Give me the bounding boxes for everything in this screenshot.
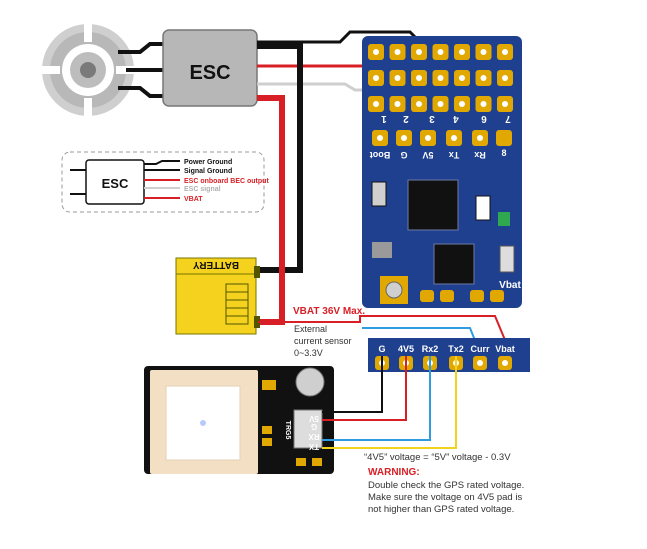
legend-bec-output: ESC onboard BEC output (184, 178, 269, 185)
warning-title: WARNING: (368, 467, 420, 478)
esc-pad-hole (459, 101, 465, 107)
warning-line-1: Double check the GPS rated voltage. (368, 480, 524, 491)
esc-pad-hole (437, 101, 444, 107)
esc-pad-hole (502, 101, 508, 107)
esc-pad-hole (459, 75, 465, 81)
esc-small-label: ESC (102, 176, 129, 191)
voltage-formula: “4V5” voltage = “5V” voltage - 0.3V (364, 452, 511, 463)
legend-signal-ground: Signal Ground (184, 168, 232, 175)
esc-pad-hole (416, 75, 422, 81)
legend-vbat: VBAT (184, 196, 203, 203)
battery: BATTERY (175, 257, 260, 335)
connector-pad-label: 4V5 (398, 344, 414, 354)
gps-pin-tx: TX (308, 442, 319, 451)
fc-uart-pad-label: Rx (474, 150, 486, 160)
gps-pin-rx: RX (308, 432, 320, 441)
fc-uart-pad-label: G (400, 150, 407, 160)
esc-pad-hole (502, 75, 508, 81)
esc-pad-hole (416, 101, 422, 107)
external-sensor-line-3: 0~3.3V (294, 348, 323, 358)
gps-pin-g: G (311, 422, 317, 431)
esc-box: ESC (162, 29, 258, 107)
gps-pin-5v: 5V (308, 414, 318, 423)
gps-module: TRG5 5V G RX TX (144, 366, 334, 474)
esc-legend-box: ESC Power Ground Signal Ground ESC onboa… (61, 151, 269, 213)
esc-pad-hole (416, 49, 422, 55)
warning-line-3: not higher than GPS rated voltage. (368, 504, 514, 515)
pad-connector-strip: G 4V5 Rx2 Tx2 Curr Vbat (368, 338, 530, 372)
esc-pad-hole (502, 49, 508, 55)
esc-pad-hole (437, 49, 444, 55)
fc-uart-pad-hole (477, 135, 483, 141)
motor-wires (118, 42, 165, 98)
connector-pad-label: Rx2 (422, 344, 439, 354)
fc-vbat-label: Vbat (499, 280, 521, 291)
legend-esc-signal: ESC signal (184, 186, 221, 193)
esc-pad-hole (373, 49, 379, 55)
fc-uart-pad-label: 5V (422, 150, 433, 160)
flight-controller-board: 1 2 3 4 6 7 Boot G 5V Tx Rx 8 Vbat (362, 36, 522, 308)
esc-label: ESC (189, 62, 230, 84)
connector-pad-label: Vbat (495, 344, 515, 354)
esc-pad-hole (437, 75, 444, 81)
esc-pad-hole (459, 49, 465, 55)
battery-label: BATTERY (193, 259, 239, 270)
warning-line-2: Make sure the voltage on 4V5 pad is (368, 492, 522, 503)
connector-pad-hole (477, 360, 483, 366)
fc-side-pad-number: 8 (501, 148, 506, 158)
external-sensor-line-2: current sensor (294, 336, 352, 346)
esc-pad-hole (373, 75, 379, 81)
connector-pad-hole (502, 360, 508, 366)
esc-pad-grid: 1 2 3 4 6 7 (368, 44, 513, 124)
esc-pad-hole (480, 75, 487, 81)
connector-pad-label: Curr (470, 344, 489, 354)
esc-pad-hole (394, 101, 401, 107)
esc-pad-hole (373, 101, 379, 107)
fc-esc-pad-number: 4 (453, 113, 459, 124)
fc-uart-pad-hole (401, 135, 407, 141)
fc-esc-pad-number: 3 (429, 113, 435, 124)
fc-uart-pad-hole (451, 135, 457, 141)
esc-pad-hole (394, 75, 401, 81)
external-sensor-line-1: External (294, 324, 327, 334)
motor-icon (42, 24, 134, 116)
gps-chip-label: TRG5 (284, 421, 291, 440)
fc-side-pad (496, 130, 512, 146)
legend-power-ground: Power Ground (184, 159, 232, 166)
fc-uart-pad-label: Tx (449, 150, 460, 160)
vbat-max-label: VBAT 36V Max. (293, 306, 365, 317)
gps-wires (322, 356, 457, 449)
fc-uart-pad-hole (425, 135, 431, 141)
esc-pad-hole (480, 101, 487, 107)
fc-uart-pad-hole (377, 135, 383, 141)
connector-pad-label: Tx2 (448, 344, 464, 354)
connector-pad-label: G (378, 344, 385, 354)
fc-esc-pad-number: 7 (505, 113, 511, 124)
esc-pad-hole (480, 49, 487, 55)
fc-esc-pad-number: 2 (403, 113, 409, 124)
fc-esc-pad-number: 1 (381, 113, 387, 124)
fc-uart-pad-label: Boot (370, 150, 391, 160)
esc-pad-hole (394, 49, 401, 55)
fc-esc-pad-number: 6 (481, 113, 487, 124)
